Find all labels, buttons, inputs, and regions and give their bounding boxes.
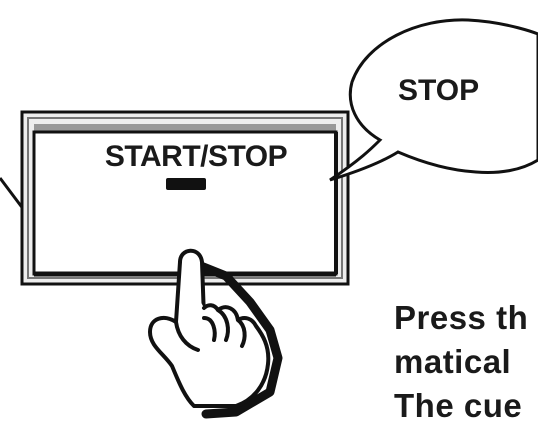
instruction-line: The cue [394,387,522,424]
connector-line [0,178,24,210]
instruction-line: Press th [394,299,528,336]
start-stop-label: START/STOP [76,142,316,172]
indicator-led [166,178,206,190]
instruction-line: matical [394,343,511,380]
speech-bubble-text: STOP [398,76,479,106]
instruction-text: Press th matical The cue [394,296,528,428]
